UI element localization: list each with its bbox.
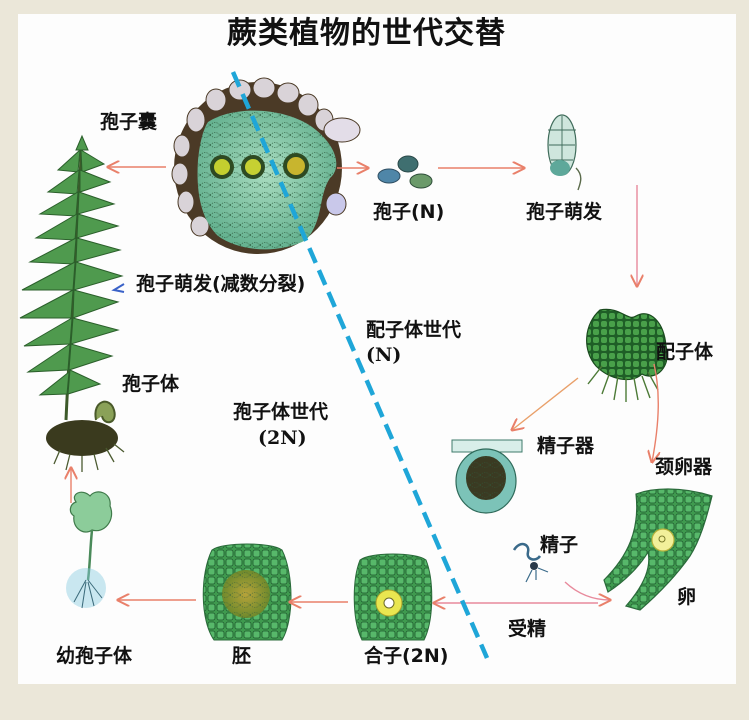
spores-drawing (377, 155, 433, 189)
arrow-gametophyte-to-antheridium (512, 377, 579, 430)
label-sporophyte: 孢子体 (122, 373, 180, 395)
diagram-title: 蕨类植物的世代交替 (0, 14, 749, 54)
label-antheridium: 精子器 (537, 435, 595, 457)
fern-sporophyte-drawing (19, 134, 125, 472)
antheridium-drawing (451, 439, 523, 514)
meiosis-pointer-icon (111, 283, 125, 293)
arrow-sperm-to-egg (564, 581, 610, 600)
label-sporophyte-ploidy: (2N) (258, 427, 307, 449)
cycle-arrows (71, 167, 658, 603)
arrow-gametophyte-to-archegonium (652, 363, 658, 462)
label-spore-germination: 孢子萌发 (526, 201, 603, 223)
label-gametophyte-generation: 配子体世代 (366, 319, 462, 341)
label-embryo: 胚 (232, 645, 252, 667)
sperm-drawing (512, 542, 549, 583)
label-young-sporophyte: 幼孢子体 (56, 645, 133, 667)
title-text: 蕨类植物的世代交替 (227, 16, 506, 51)
embryo-drawing (202, 543, 292, 641)
archegonium-drawing (603, 488, 713, 611)
label-spores: 孢子(N) (373, 201, 445, 223)
zygote-drawing (353, 553, 433, 641)
label-archegonium: 颈卵器 (655, 456, 713, 478)
sporangium-drawing (171, 77, 361, 254)
label-sporangium: 孢子囊 (100, 111, 158, 133)
label-meiosis-note: 孢子萌发(减数分裂) (136, 273, 306, 295)
label-zygote: 合子(2N) (364, 645, 449, 667)
young-sporophyte-drawing (66, 491, 113, 609)
germinating-spore-drawing (547, 114, 582, 191)
generation-divider-line (230, 71, 490, 659)
label-egg: 卵 (677, 586, 697, 608)
label-fertilization: 受精 (508, 618, 547, 640)
label-sporophyte-generation: 孢子体世代 (233, 401, 329, 423)
label-gametophyte: 配子体 (656, 341, 714, 363)
gametophyte-drawing (586, 308, 668, 402)
label-sperm: 精子 (540, 534, 579, 556)
label-gametophyte-ploidy: (N) (366, 344, 402, 366)
